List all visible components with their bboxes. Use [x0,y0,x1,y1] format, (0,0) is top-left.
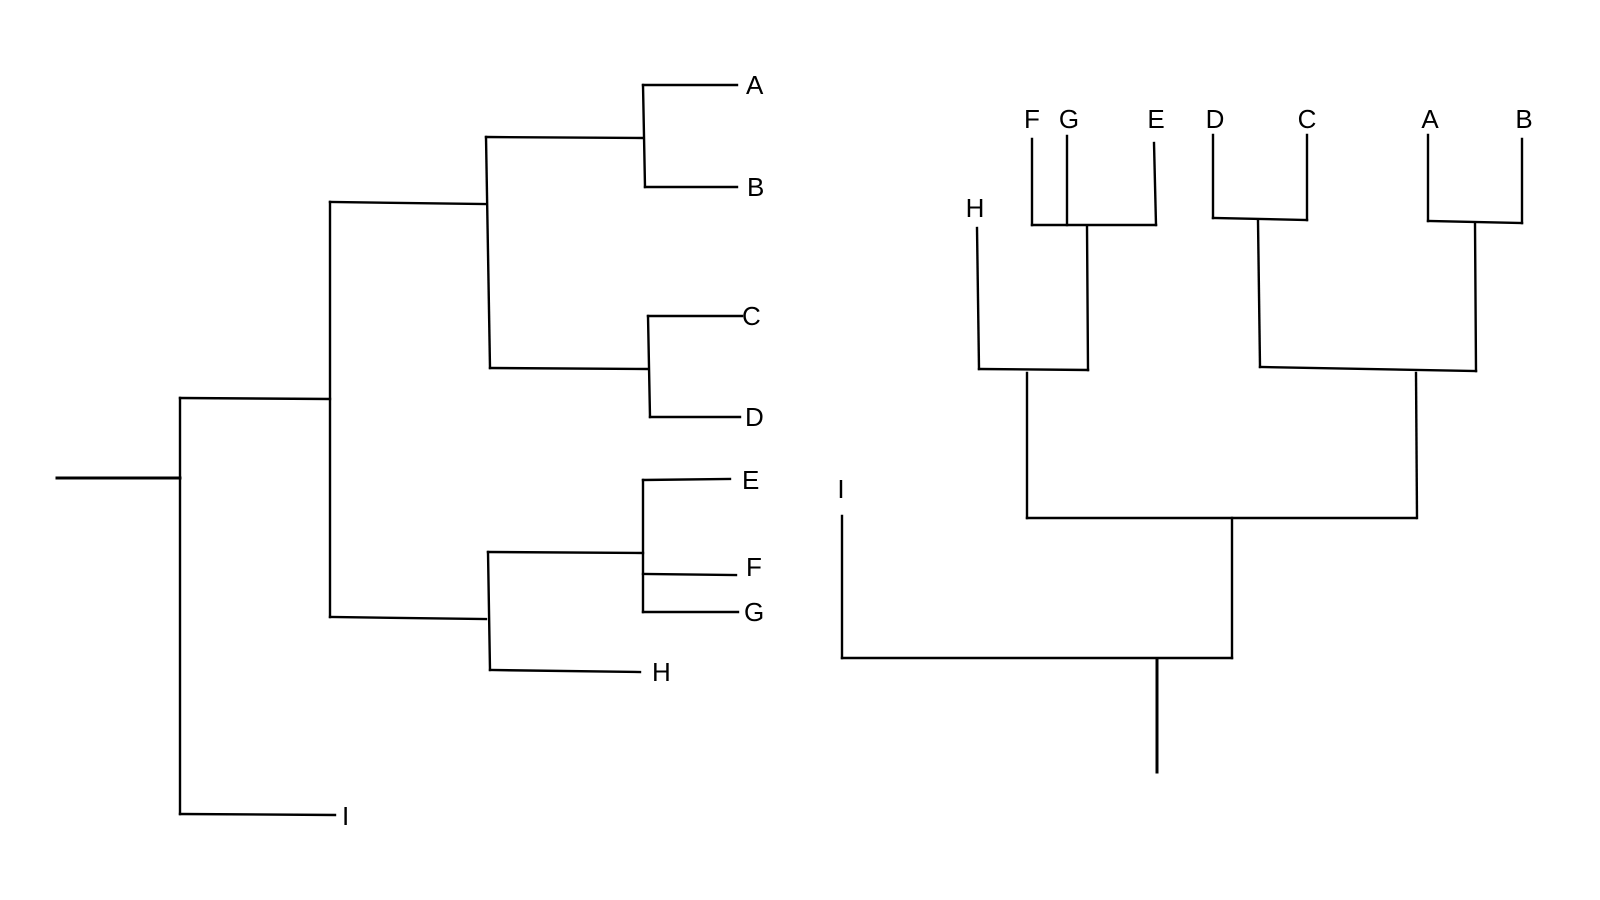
left-tip-label: F [746,552,762,582]
left-tip-label: D [745,402,764,432]
left-EFGH-split [486,550,492,672]
right-tip-label: I [837,474,844,504]
right-tip-label: G [1059,104,1079,134]
right-tip-label: E [1147,104,1164,134]
left-branch-ingroup [178,396,332,401]
left-branch-EFG [486,550,645,555]
right-ABCD-split [1258,365,1478,373]
right-tip-label: C [1298,104,1317,134]
left-tip-label: A [746,70,764,100]
right-branch-H [975,226,981,371]
right-CD-split [1211,216,1309,222]
right-tree: F G E D C A B H I [837,104,1533,774]
left-tip-label: E [742,465,759,495]
right-tip-label: B [1515,104,1532,134]
right-branch-AB [1473,221,1478,373]
right-AB-split [1426,219,1524,225]
left-branch-EFGH [328,615,488,621]
left-CD-split [646,314,652,419]
right-tip-label: F [1024,104,1040,134]
left-tip-label: H [652,657,671,687]
left-AB-split [641,83,647,189]
left-ABCD-split [484,135,492,370]
right-branch-CD [1256,219,1262,369]
left-branch-I [178,812,337,817]
left-branch-AB [484,135,645,140]
left-tip-label: C [742,301,761,331]
left-branch-E [641,477,732,482]
left-tip-label: B [747,172,764,202]
right-tip-label: A [1421,104,1439,134]
left-branch-CD [488,366,650,371]
left-tip-label: I [342,801,349,831]
left-branch-H [488,668,642,674]
right-EFGH-split [977,367,1090,372]
right-branch-E [1152,141,1158,227]
left-tip-label: G [744,597,764,627]
left-branch-F [641,572,738,577]
right-branch-ABCD [1414,371,1419,520]
left-tree: A B C D E F G H I [55,70,764,831]
left-branch-ABCD [328,200,488,206]
right-branch-EFG [1085,224,1090,372]
right-tip-label: D [1206,104,1225,134]
right-tip-label: H [966,193,985,223]
